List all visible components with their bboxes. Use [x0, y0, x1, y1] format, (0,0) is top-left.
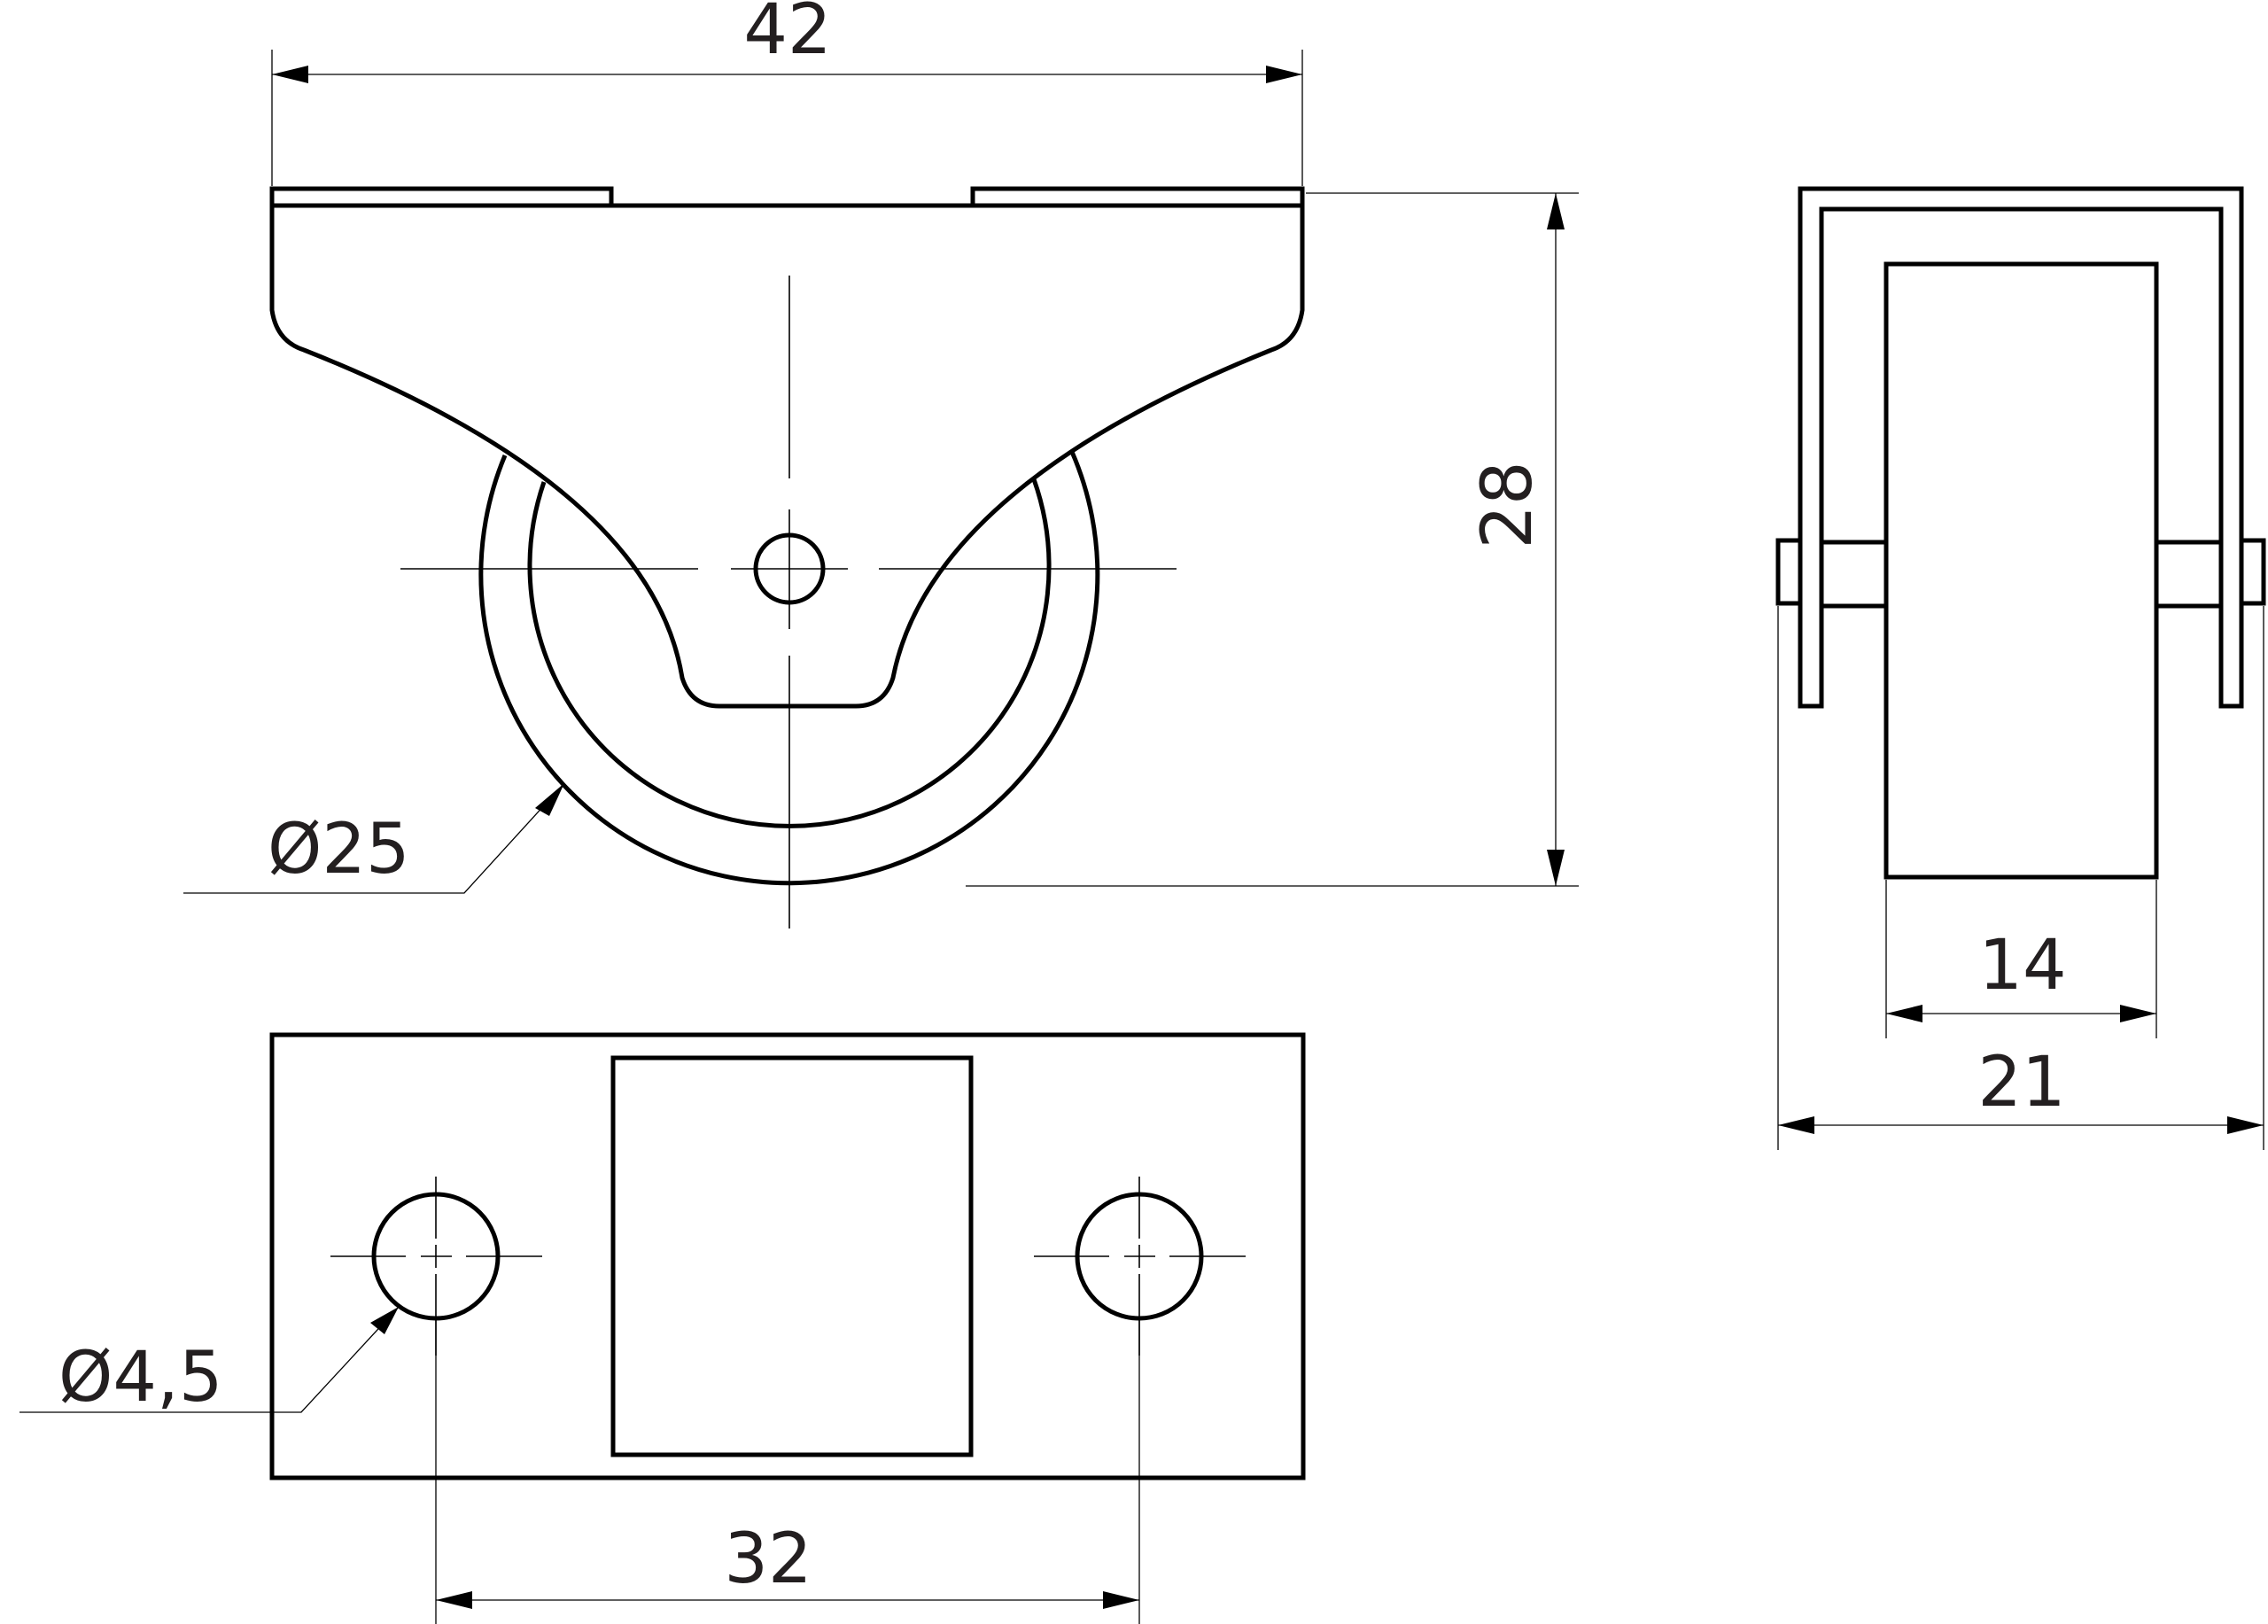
- mounting-plate-top: [269, 1032, 1306, 1480]
- bracket-front: [269, 206, 1305, 709]
- axle-cap-right: [2239, 538, 2266, 606]
- wheel-inner-front: [527, 478, 1052, 828]
- arrowhead: [2120, 1005, 2156, 1022]
- dimension-label-32: 32: [724, 1519, 812, 1599]
- axle-cap-left: [1775, 538, 1803, 606]
- wheel-side: [1884, 261, 2159, 880]
- dimension-height: 28: [966, 192, 1579, 887]
- centerlines-front: [400, 276, 1177, 929]
- dimension-label-42: 42: [743, 0, 831, 70]
- arrowhead: [1103, 1591, 1139, 1609]
- dimension-wheel-diameter: Ø25: [183, 782, 565, 894]
- arrowhead: [436, 1591, 472, 1609]
- arrowhead: [535, 783, 564, 816]
- top-view: [269, 1032, 1306, 1480]
- arrowhead: [1886, 1005, 1922, 1022]
- wheel-opening-top: [610, 1055, 974, 1457]
- axle-side: [1821, 540, 2221, 609]
- dimension-label-d4-5: Ø4,5: [58, 1338, 222, 1418]
- arrowhead: [272, 66, 308, 83]
- side-view: [1775, 186, 2266, 880]
- dimension-label-14: 14: [1978, 926, 2066, 1006]
- dimension-wheel-width: 14: [1885, 880, 2157, 1038]
- wheel-outer-front: [478, 451, 1100, 886]
- dimension-overall-width: 42: [271, 0, 1303, 186]
- centerlines-top: [330, 1177, 1246, 1356]
- arrowhead: [1547, 193, 1565, 229]
- front-view: [269, 186, 1305, 929]
- dimension-label-28: 28: [1468, 461, 1548, 548]
- arrowhead: [1778, 1116, 1814, 1134]
- mounting-plate-front: [269, 186, 1305, 208]
- bracket-side: [1798, 186, 2244, 709]
- dimension-overall-depth: 21: [1777, 606, 2264, 1150]
- dimension-hole-spacing: 32: [435, 1318, 1140, 1624]
- dimension-hole-diameter: Ø4,5: [19, 1306, 400, 1418]
- dimension-label-21: 21: [1977, 1043, 2065, 1123]
- dimension-label-d25: Ø25: [268, 810, 410, 890]
- arrowhead: [2227, 1116, 2264, 1134]
- arrowhead: [1547, 850, 1565, 886]
- arrowhead: [370, 1307, 399, 1334]
- arrowhead: [1266, 66, 1302, 83]
